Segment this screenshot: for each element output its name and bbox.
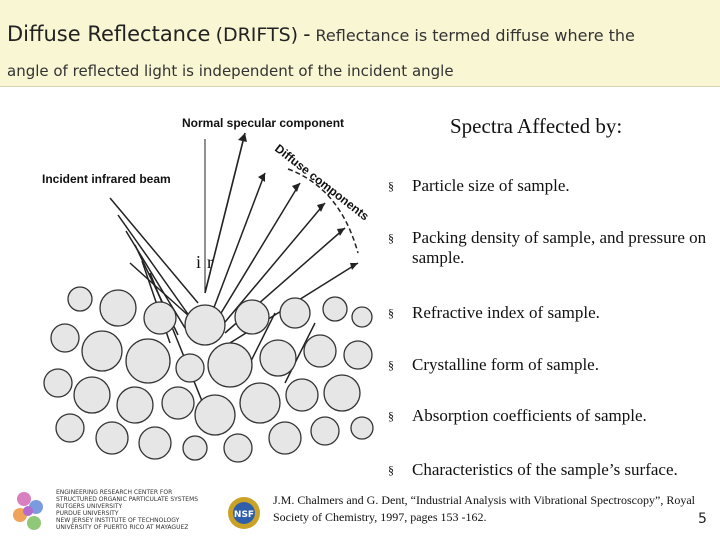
nsf-logo-icon: NSF [228, 497, 260, 529]
bullet-mark: § [388, 463, 394, 477]
sponsor-logos: NSF [13, 492, 260, 530]
label-specular: Normal specular component [182, 116, 344, 130]
bullet-item: § Packing density of sample, and pressur… [388, 228, 708, 268]
diffuse-arc [287, 168, 359, 254]
ercsops-logo-icon [13, 492, 43, 530]
bullet-item: § Absorption coefficients of sample. [388, 406, 708, 426]
title-continuation: angle of reflected light is independent … [7, 62, 454, 80]
bullet-mark: § [388, 179, 394, 193]
sample-particles [43, 286, 374, 463]
bullet-mark: § [388, 231, 394, 245]
bullet-mark: § [388, 358, 394, 372]
bullet-text: Packing density of sample, and pressure … [412, 228, 707, 267]
bullet-text: Particle size of sample. [412, 176, 570, 195]
title-main: Diffuse Reflectance [7, 22, 211, 46]
label-angle-r: r [207, 252, 213, 272]
bullet-item: § Crystalline form of sample. [388, 355, 708, 375]
citation: J.M. Chalmers and G. Dent, “Industrial A… [273, 493, 695, 524]
label-angle-i: i [196, 252, 201, 272]
panel-title: Spectra Affected by: [450, 114, 623, 138]
page-number: 5 [698, 511, 707, 527]
label-incident: Incident infrared beam [42, 172, 171, 186]
bullet-text: Refractive index of sample. [412, 303, 600, 322]
specular-ray [204, 132, 246, 294]
title-dash: - [303, 22, 311, 46]
title-acronym: (DRIFTS) [215, 24, 299, 46]
sponsor-logo-text: ENGINEERING RESEARCH CENTER FOR STRUCTUR… [56, 489, 199, 531]
nsf-logo-text: NSF [234, 510, 254, 520]
bullet-mark: § [388, 306, 394, 320]
bullet-item: § Particle size of sample. [388, 176, 708, 196]
title-description: Reflectance is termed diffuse where the [315, 26, 635, 45]
bullet-item: § Refractive index of sample. [388, 303, 708, 323]
bullet-mark: § [388, 409, 394, 423]
bullet-item: § Characteristics of the sample’s surfac… [388, 460, 708, 480]
bullet-text: Crystalline form of sample. [412, 355, 599, 374]
bullet-text: Characteristics of the sample’s surface. [412, 460, 678, 479]
diffuse-reflectance-diagram: Normal specular component Incident infra… [40, 103, 375, 463]
slide-header: Diffuse Reflectance (DRIFTS) - Reflectan… [0, 0, 720, 87]
bullet-text: Absorption coefficients of sample. [412, 406, 647, 425]
slide-title: Diffuse Reflectance (DRIFTS) - Reflectan… [7, 22, 635, 46]
